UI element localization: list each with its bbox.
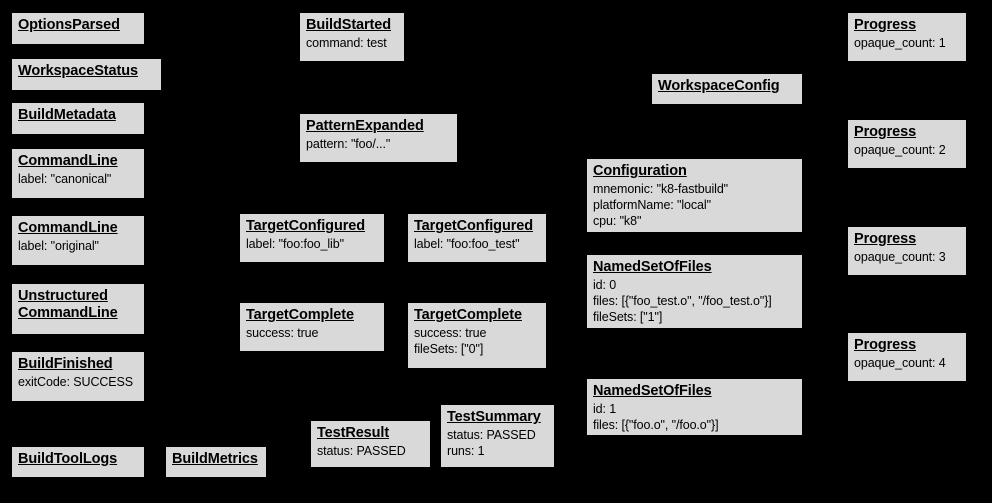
node-fields: id: 1 files: [{"foo.o", "/foo.o"}] (593, 402, 719, 432)
node-fields: opaque_count: 4 (854, 356, 946, 370)
node-title: Progress (854, 231, 917, 247)
node-test-summary[interactable]: TestSummary status: PASSED runs: 1 (440, 404, 555, 468)
node-build-started[interactable]: BuildStarted command: test (299, 12, 405, 62)
node-fields: pattern: "foo/..." (306, 137, 391, 151)
node-title: TargetComplete (414, 307, 522, 323)
node-configuration[interactable]: Configuration mnemonic: "k8-fastbuild" pl… (586, 158, 803, 233)
node-fields: opaque_count: 3 (854, 250, 946, 264)
node-fields: mnemonic: "k8-fastbuild" platformName: "… (593, 182, 729, 228)
node-title: BuildFinished (18, 356, 113, 372)
node-title: BuildMetadata (18, 107, 116, 123)
node-build-finished[interactable]: BuildFinished exitCode: SUCCESS (11, 351, 145, 402)
node-title: BuildToolLogs (18, 451, 118, 467)
node-fields: command: test (306, 36, 387, 50)
node-fields: opaque_count: 2 (854, 143, 946, 157)
node-title: TargetConfigured (414, 218, 533, 234)
node-title: OptionsParsed (18, 17, 120, 33)
node-title: TestSummary (447, 409, 541, 425)
node-title: Progress (854, 17, 917, 33)
node-title: TargetConfigured (246, 218, 365, 234)
node-build-metadata[interactable]: BuildMetadata (11, 102, 145, 135)
node-title: PatternExpanded (306, 118, 424, 134)
node-workspace-config[interactable]: WorkspaceConfig (651, 73, 803, 105)
node-workspace-status[interactable]: WorkspaceStatus (11, 58, 162, 91)
node-command-line-original[interactable]: CommandLine label: "original" (11, 215, 145, 266)
node-title: WorkspaceStatus (18, 63, 138, 79)
node-title: NamedSetOfFiles (593, 383, 712, 399)
node-title: CommandLine (18, 153, 118, 169)
node-fields: id: 0 files: [{"foo_test.o", "/foo_test.… (593, 278, 772, 324)
node-pattern-expanded[interactable]: PatternExpanded pattern: "foo/..." (299, 113, 458, 163)
node-fields: label: "original" (18, 239, 99, 253)
node-title: Configuration (593, 163, 687, 179)
node-named-set-of-files-0[interactable]: NamedSetOfFiles id: 0 files: [{"foo_test.… (586, 254, 803, 329)
node-fields: success: true fileSets: ["0"] (414, 326, 487, 356)
node-fields: opaque_count: 1 (854, 36, 946, 50)
node-fields: status: PASSED runs: 1 (447, 428, 536, 458)
node-title: CommandLine (18, 220, 118, 236)
node-fields: status: PASSED (317, 444, 406, 458)
node-build-tool-logs[interactable]: BuildToolLogs (11, 446, 145, 478)
node-title: BuildStarted (306, 17, 392, 33)
node-target-configured-test[interactable]: TargetConfigured label: "foo:foo_test" (407, 213, 547, 263)
node-test-result[interactable]: TestResult status: PASSED (310, 420, 431, 468)
node-fields: label: "foo:foo_test" (414, 237, 520, 251)
node-fields: label: "canonical" (18, 172, 112, 186)
node-progress-4[interactable]: Progress opaque_count: 4 (847, 332, 967, 382)
node-target-configured-lib[interactable]: TargetConfigured label: "foo:foo_lib" (239, 213, 385, 263)
node-title: Unstructured CommandLine (18, 288, 118, 321)
node-progress-3[interactable]: Progress opaque_count: 3 (847, 226, 967, 276)
node-title: Progress (854, 337, 917, 353)
node-title: TestResult (317, 425, 390, 441)
node-options-parsed[interactable]: OptionsParsed (11, 12, 145, 45)
node-progress-2[interactable]: Progress opaque_count: 2 (847, 119, 967, 169)
node-title: BuildMetrics (172, 451, 258, 467)
node-title: TargetComplete (246, 307, 354, 323)
node-fields: exitCode: SUCCESS (18, 375, 134, 389)
node-command-line-canonical[interactable]: CommandLine label: "canonical" (11, 148, 145, 199)
node-target-complete-lib[interactable]: TargetComplete success: true (239, 302, 385, 352)
node-build-metrics[interactable]: BuildMetrics (165, 446, 267, 478)
node-title: Progress (854, 124, 917, 140)
node-target-complete-test[interactable]: TargetComplete success: true fileSets: ["… (407, 302, 547, 369)
node-fields: success: true (246, 326, 319, 340)
node-unstructured-command-line[interactable]: Unstructured CommandLine (11, 283, 145, 335)
node-progress-1[interactable]: Progress opaque_count: 1 (847, 12, 967, 62)
node-named-set-of-files-1[interactable]: NamedSetOfFiles id: 1 files: [{"foo.o", "… (586, 378, 803, 436)
node-fields: label: "foo:foo_lib" (246, 237, 344, 251)
node-title: WorkspaceConfig (658, 78, 780, 94)
node-title: NamedSetOfFiles (593, 259, 712, 275)
